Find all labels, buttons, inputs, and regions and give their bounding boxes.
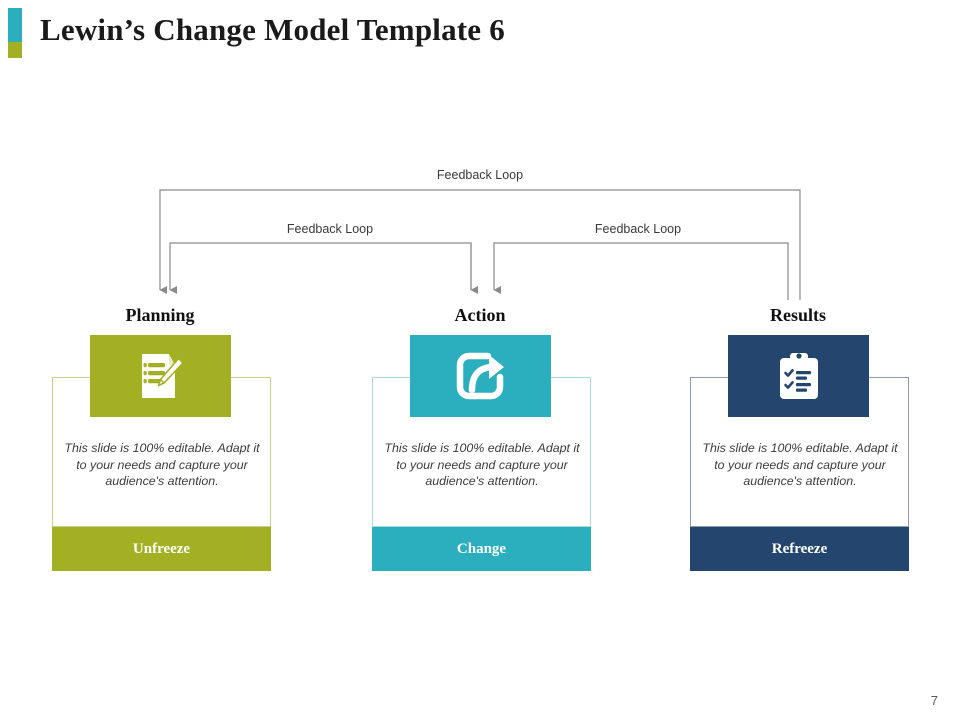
- column-heading-action: Action: [454, 305, 506, 325]
- feedback-loop-connectors: [159, 189, 801, 300]
- share-arrow-icon: [456, 352, 506, 400]
- icon-block-results: [728, 335, 869, 417]
- card-body-planning: This slide is 100% editable. Adapt it to…: [64, 441, 260, 488]
- card-footer-results[interactable]: Refreeze: [690, 527, 909, 571]
- slide-header: Lewin’s Change Model Template 6: [0, 0, 960, 70]
- page-title: Lewin’s Change Model Template 6: [40, 12, 505, 47]
- accent-bar-bottom-segment: [8, 42, 22, 58]
- page-number: 7: [930, 693, 938, 708]
- column-results[interactable]: Results This slide is 100% editable. Ada…: [648, 305, 948, 585]
- column-heading-results: Results: [769, 305, 826, 325]
- feedback-loop-diagram: Feedback Loop Feedback Loop Feedback Loo…: [0, 160, 960, 305]
- column-heading-planning: Planning: [125, 305, 195, 325]
- feedback-loop-label-right: Feedback Loop: [594, 222, 682, 236]
- accent-bar-top-segment: [8, 8, 22, 42]
- column-action[interactable]: Action This slide is 100% editable. Adap…: [330, 305, 630, 585]
- card-footer-planning[interactable]: Unfreeze: [52, 527, 271, 571]
- feedback-loop-label-left: Feedback Loop: [286, 222, 374, 236]
- card-body-action: This slide is 100% editable. Adapt it to…: [384, 441, 580, 488]
- column-planning[interactable]: Planning This slide is 100% editable: [10, 305, 310, 585]
- card-footer-action[interactable]: Change: [372, 527, 591, 571]
- clipboard-checklist-icon: [777, 351, 821, 401]
- document-pencil-icon: [138, 352, 184, 400]
- feedback-loop-label-outer: Feedback Loop: [436, 168, 524, 182]
- accent-bar: [8, 8, 22, 58]
- icon-block-planning: [90, 335, 231, 417]
- icon-block-action: [410, 335, 551, 417]
- card-body-results: This slide is 100% editable. Adapt it to…: [702, 441, 898, 488]
